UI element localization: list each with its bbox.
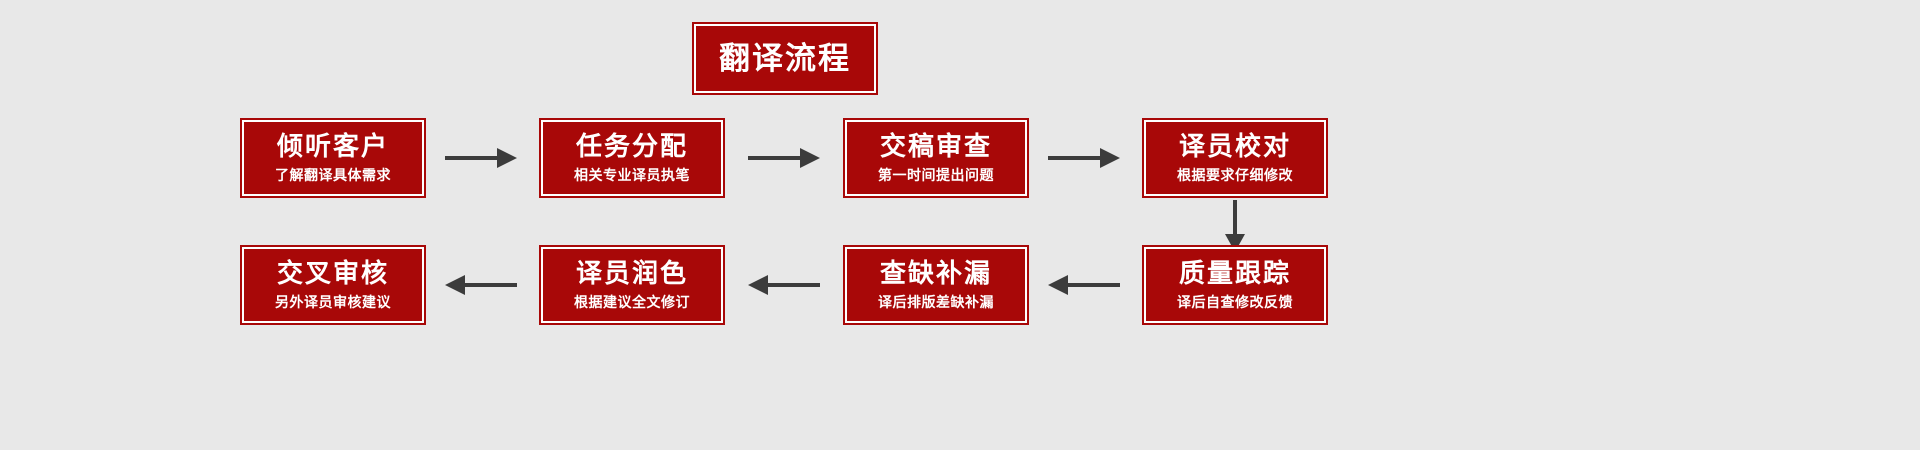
arrow-left-icon-3 [445, 275, 517, 295]
process-step-5[interactable]: 质量跟踪 译后自查修改反馈 [1142, 245, 1328, 325]
process-step-4[interactable]: 译员校对 根据要求仔细修改 [1142, 118, 1328, 198]
process-step-6-subtitle: 译后排版差缺补漏 [878, 293, 994, 310]
arrow-right-icon-3 [1048, 148, 1120, 168]
process-step-8[interactable]: 交叉审核 另外译员审核建议 [240, 245, 426, 325]
flowchart-title-box: 翻译流程 [692, 22, 878, 95]
process-step-3[interactable]: 交稿审查 第一时间提出问题 [843, 118, 1029, 198]
process-step-5-subtitle: 译后自查修改反馈 [1177, 293, 1293, 310]
process-step-5-title: 质量跟踪 [1178, 258, 1291, 289]
arrow-right-icon-2 [748, 148, 820, 168]
process-step-7[interactable]: 译员润色 根据建议全文修订 [539, 245, 725, 325]
process-step-8-subtitle: 另外译员审核建议 [275, 293, 391, 310]
process-step-6-title: 查缺补漏 [879, 258, 992, 289]
arrow-right-icon-1 [445, 148, 517, 168]
process-step-3-subtitle: 第一时间提出问题 [878, 166, 994, 183]
process-step-6[interactable]: 查缺补漏 译后排版差缺补漏 [843, 245, 1029, 325]
process-step-3-title: 交稿审查 [879, 131, 992, 162]
process-step-2[interactable]: 任务分配 相关专业译员执笔 [539, 118, 725, 198]
process-step-8-title: 交叉审核 [276, 258, 389, 289]
process-step-7-subtitle: 根据建议全文修订 [574, 293, 690, 310]
process-step-4-title: 译员校对 [1178, 131, 1291, 162]
arrow-left-icon-1 [1048, 275, 1120, 295]
process-step-1[interactable]: 倾听客户 了解翻译具体需求 [240, 118, 426, 198]
process-step-1-subtitle: 了解翻译具体需求 [275, 166, 391, 183]
page-title: 翻译流程 [719, 41, 851, 76]
process-step-1-title: 倾听客户 [276, 131, 389, 162]
process-step-7-title: 译员润色 [575, 258, 688, 289]
process-step-2-subtitle: 相关专业译员执笔 [574, 166, 690, 183]
process-step-4-subtitle: 根据要求仔细修改 [1177, 166, 1293, 183]
arrow-down-icon [1225, 200, 1245, 252]
process-step-2-title: 任务分配 [575, 131, 688, 162]
arrow-left-icon-2 [748, 275, 820, 295]
